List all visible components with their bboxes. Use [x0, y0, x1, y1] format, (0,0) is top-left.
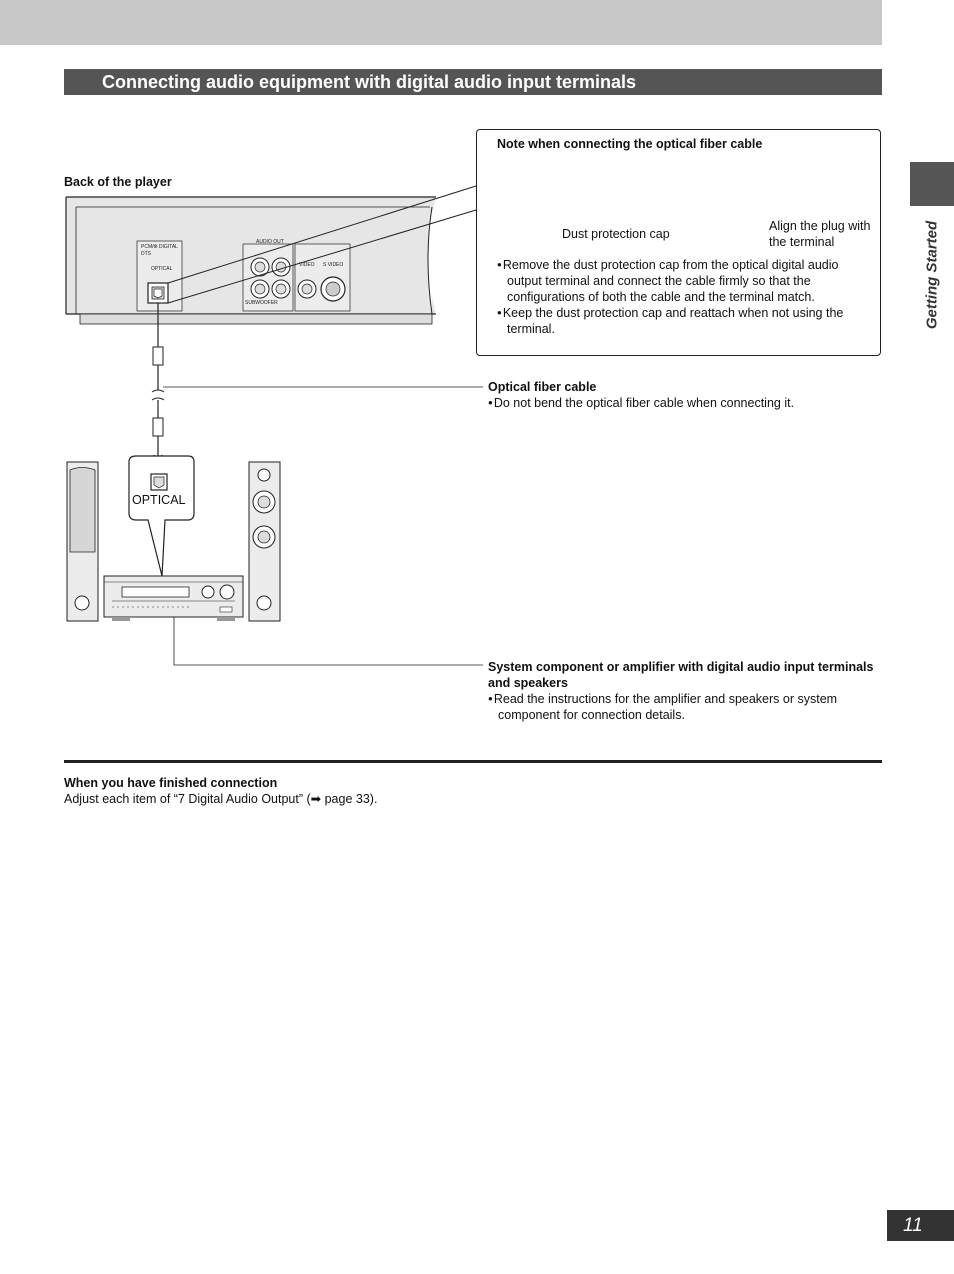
section-title: Connecting audio equipment with digital … — [64, 69, 882, 95]
optical-small-label: OPTICAL — [151, 266, 173, 272]
audio-out-label: AUDIO OUT — [256, 239, 284, 245]
note-bullet: Remove the dust protection cap from the … — [497, 257, 869, 305]
finished-text: Adjust each item of “7 Digital Audio Out… — [64, 792, 378, 806]
optical-cable-bullets: Do not bend the optical fiber cable when… — [488, 395, 878, 411]
dust-cap-label: Dust protection cap — [562, 227, 670, 241]
page-number: 11 — [887, 1210, 954, 1241]
amplifier-title: System component or amplifier with digit… — [488, 660, 874, 690]
note-title: Note when connecting the optical fiber c… — [497, 137, 763, 151]
right-speaker — [248, 461, 281, 622]
pcm-digital-label: PCM/⦾ DIGITAL — [141, 244, 178, 250]
note-bullets: Remove the dust protection cap from the … — [497, 257, 869, 337]
optical-cable — [151, 303, 483, 464]
dts-label: DTS — [141, 251, 151, 257]
amplifier-bullets: Read the instructions for the amplifier … — [488, 691, 878, 723]
finished-title: When you have finished connection — [64, 776, 278, 790]
align-plug-label: Align the plug with the terminal — [769, 219, 871, 249]
optical-cable-bullet: Do not bend the optical fiber cable when… — [488, 395, 878, 411]
section-divider — [64, 760, 882, 763]
amplifier-bullet: Read the instructions for the amplifier … — [488, 691, 878, 723]
optical-cable-title: Optical fiber cable — [488, 380, 597, 394]
callout-lines — [167, 185, 477, 304]
s-video-label: S VIDEO — [323, 262, 344, 268]
header-band — [0, 0, 882, 45]
video-label: VIDEO — [299, 262, 315, 268]
optical-callout-label: OPTICAL — [132, 493, 186, 507]
optical-callout-bubble — [128, 455, 195, 577]
player-back-panel — [65, 196, 436, 325]
subwoofer-label: SUBWOOFER — [245, 300, 278, 306]
chapter-tab — [910, 162, 954, 206]
back-of-player-label: Back of the player — [64, 175, 172, 189]
note-bullet: Keep the dust protection cap and reattac… — [497, 305, 869, 337]
left-speaker — [66, 461, 99, 622]
amplifier-unit — [103, 575, 483, 666]
